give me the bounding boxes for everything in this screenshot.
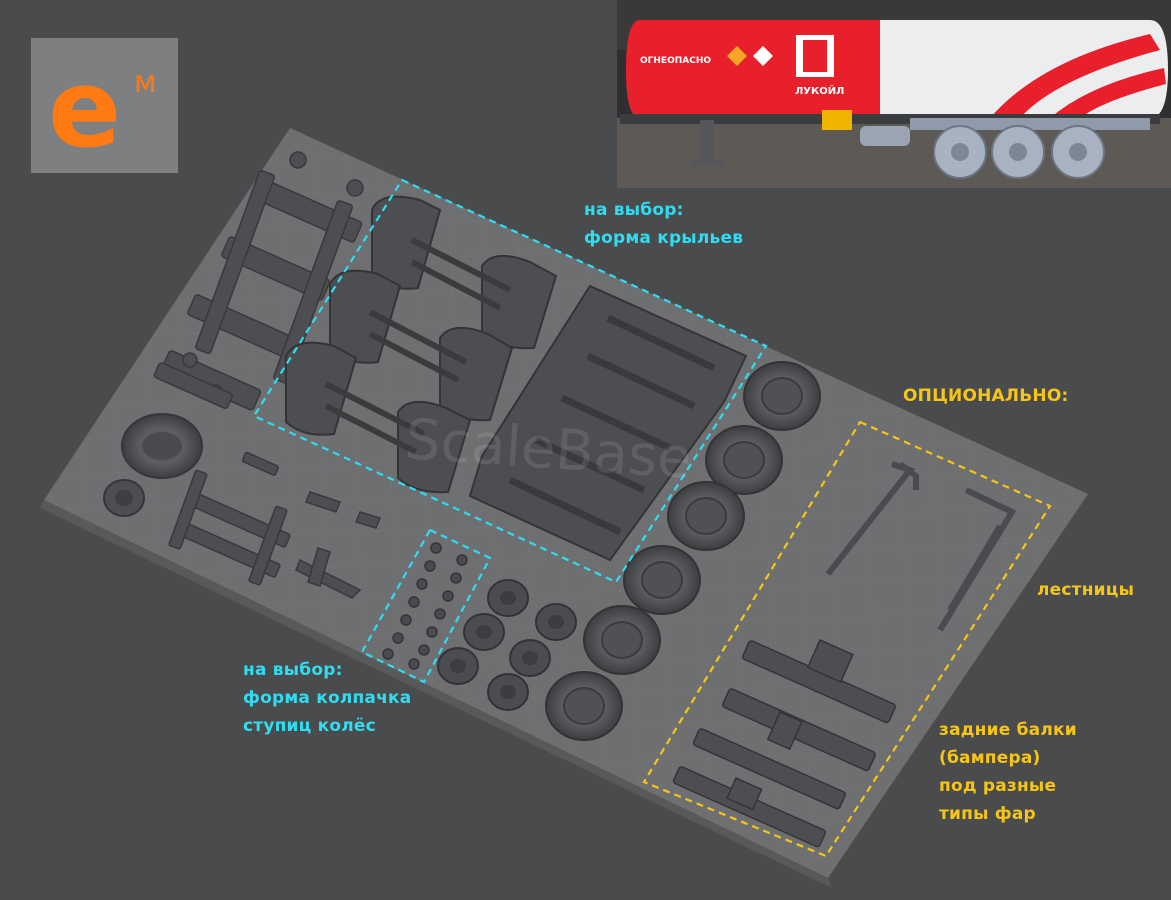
- rear-beams-line4: типы фар: [939, 804, 1036, 824]
- rear-beams-line1: задние балки: [939, 720, 1077, 740]
- hubcap-annotation-line2: форма колпачка: [243, 688, 412, 708]
- fender-selection-box: [252, 178, 768, 584]
- fender-annotation-line1: на выбор:: [584, 200, 684, 220]
- trailer-chassis: [620, 110, 1160, 166]
- spare-tire: [103, 413, 203, 517]
- bracket-parts: [168, 451, 382, 599]
- ladder-parts: [825, 461, 1017, 632]
- rear-beam-parts: [672, 639, 896, 848]
- rear-beams-line2: (бампера): [939, 748, 1041, 768]
- brand-logo: e м: [31, 38, 178, 173]
- logo-superscript: м: [134, 65, 157, 100]
- small-wheels: [437, 579, 577, 711]
- reference-photo: ОГНЕОПАСНО ЛУКОЙЛ: [617, 0, 1171, 188]
- optional-heading: ОПЦИОНАЛЬНО:: [903, 386, 1069, 406]
- tank-warning-text: ОГНЕОПАСНО: [640, 56, 711, 66]
- rear-beams-line3: под разные: [939, 776, 1057, 796]
- trailer-wheels: [933, 125, 1105, 179]
- hubcap-annotation: на выбор: форма колпачка ступиц колёс: [243, 656, 411, 740]
- hubcap-annotation-line3: ступиц колёс: [243, 716, 376, 736]
- axle-frame-parts: [153, 151, 364, 411]
- hubcap-set: [382, 542, 468, 670]
- tank-body: [626, 20, 1168, 118]
- fender-annotation: на выбор: форма крыльев: [584, 196, 743, 252]
- rear-beams-annotation: задние балки (бампера) под разные типы ф…: [939, 716, 1077, 828]
- hubcap-selection-box: [360, 528, 492, 684]
- hubcap-annotation-line1: на выбор:: [243, 660, 343, 680]
- logo-letter: e: [48, 47, 121, 172]
- ladders-annotation: лестницы: [1037, 580, 1135, 600]
- optional-selection-box: [642, 420, 1052, 858]
- fender-annotation-line2: форма крыльев: [584, 228, 744, 248]
- tank-brand-text: ЛУКОЙЛ: [795, 84, 844, 97]
- large-wheels: [545, 361, 821, 741]
- fender-set: [285, 195, 748, 562]
